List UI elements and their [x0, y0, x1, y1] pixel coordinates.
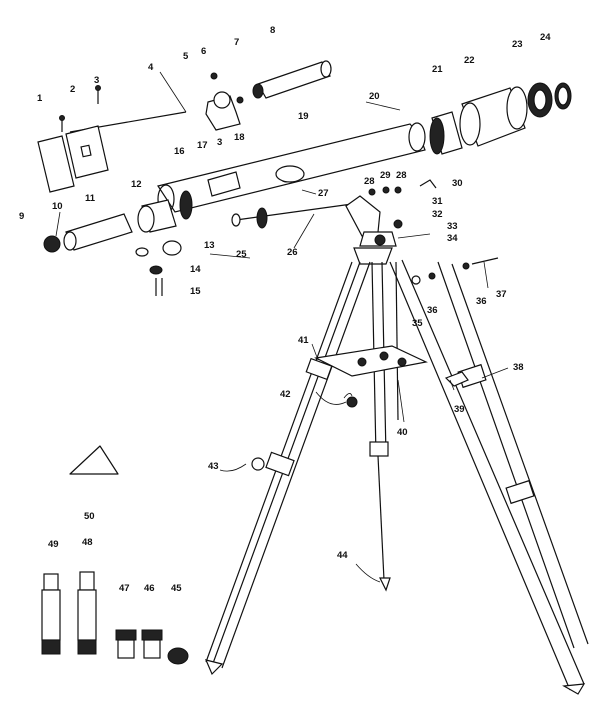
- callout-26: 26: [287, 247, 298, 258]
- callout-12: 12: [131, 179, 142, 190]
- callout-11: 11: [85, 193, 96, 204]
- callout-30: 30: [452, 178, 463, 189]
- callout-13: 13: [204, 240, 215, 251]
- finder-scope: [252, 60, 332, 99]
- callout-29: 29: [380, 170, 391, 181]
- callout-42: 42: [280, 389, 291, 400]
- declination-rod: [231, 203, 353, 229]
- callout-19: 19: [298, 111, 309, 122]
- callout-10: 10: [52, 201, 63, 212]
- callout-2: 2: [70, 84, 75, 95]
- callout-3-lower: 3: [217, 137, 222, 148]
- callout-36-right: 36: [476, 296, 487, 307]
- callout-35: 35: [412, 318, 423, 329]
- callout-20: 20: [369, 91, 380, 102]
- callout-28-left: 28: [364, 176, 375, 187]
- leader-lines: [55, 71, 509, 583]
- callout-31: 31: [432, 196, 443, 207]
- focuser-assembly: [43, 190, 193, 253]
- callout-23: 23: [512, 39, 523, 50]
- small-parts: [135, 165, 305, 296]
- callout-27: 27: [318, 188, 329, 199]
- callout-3: 3: [94, 75, 99, 86]
- callout-45: 45: [171, 583, 182, 594]
- callout-21: 21: [432, 64, 443, 75]
- callout-15: 15: [190, 286, 201, 297]
- callout-47: 47: [119, 583, 130, 594]
- callout-1: 1: [37, 93, 43, 104]
- callout-14: 14: [190, 264, 201, 275]
- callout-33: 33: [447, 221, 458, 232]
- callout-16: 16: [174, 146, 185, 157]
- callout-24: 24: [540, 32, 551, 43]
- callout-36-left: 36: [427, 305, 438, 316]
- callout-38: 38: [513, 362, 524, 373]
- callout-8: 8: [270, 25, 275, 36]
- callout-43: 43: [208, 461, 219, 472]
- callout-9: 9: [19, 211, 24, 222]
- callout-17: 17: [197, 140, 208, 151]
- eyepiece-49: [41, 573, 61, 655]
- callout-6: 6: [201, 46, 206, 57]
- objective-assembly: [429, 82, 572, 155]
- eyepiece-48: [77, 571, 97, 655]
- mount-head: [345, 179, 437, 247]
- lens-45: [167, 647, 189, 665]
- callout-28-right: 28: [396, 170, 407, 181]
- callout-40: 40: [397, 427, 408, 438]
- eyepiece-46: [141, 629, 163, 659]
- callout-49: 49: [48, 539, 59, 550]
- callout-37: 37: [496, 289, 507, 300]
- callout-41: 41: [298, 335, 309, 346]
- callout-5: 5: [183, 51, 189, 62]
- eyepiece-47: [115, 629, 137, 659]
- callout-50: 50: [84, 511, 95, 522]
- callout-39: 39: [454, 404, 465, 415]
- callout-labels: 1 2 3 4 5 6 7 8 9 10 11 12 13 14 15 16 1…: [19, 25, 551, 594]
- callout-44: 44: [337, 550, 348, 561]
- finder-bracket: [205, 72, 244, 131]
- callout-4: 4: [148, 62, 154, 73]
- callout-32: 32: [432, 209, 443, 220]
- callout-46: 46: [144, 583, 155, 594]
- slow-motion-rod: [37, 85, 187, 193]
- callout-7: 7: [234, 37, 239, 48]
- callout-18: 18: [234, 132, 245, 143]
- callout-25: 25: [236, 249, 247, 260]
- callout-48-eyepiece: 48: [82, 537, 93, 548]
- callout-22: 22: [464, 55, 475, 66]
- accessories: [41, 445, 189, 665]
- callout-34: 34: [447, 233, 458, 244]
- tripod: [204, 247, 589, 695]
